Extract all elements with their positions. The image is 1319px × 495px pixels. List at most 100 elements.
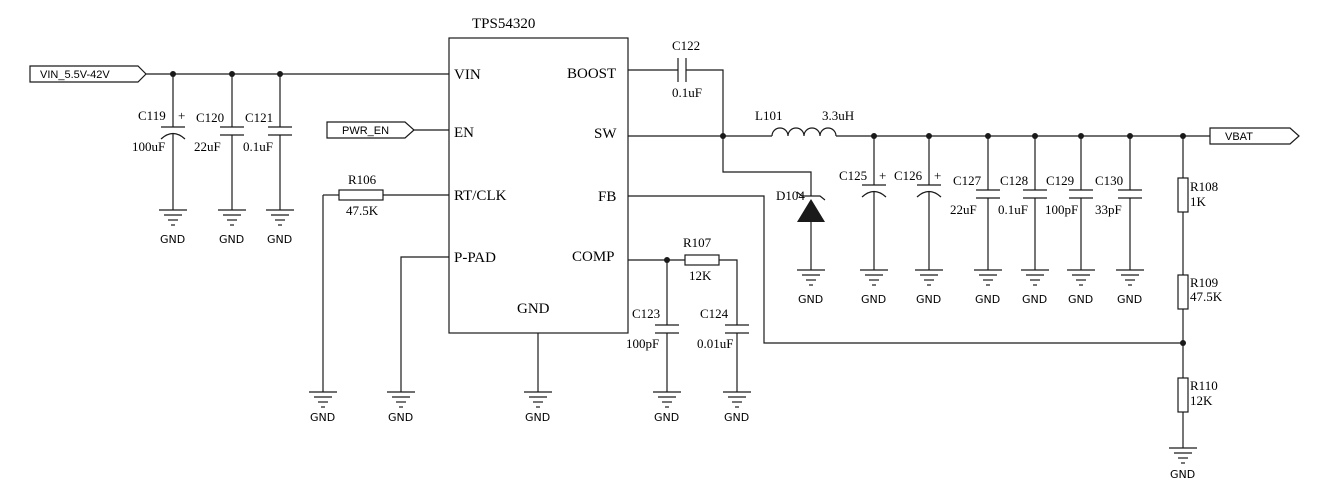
svg-text:C129: C129 xyxy=(1046,173,1074,188)
capacitor-c129: C129 100pF xyxy=(1045,136,1093,270)
svg-text:C124: C124 xyxy=(700,306,729,321)
svg-text:GND: GND xyxy=(388,411,413,424)
gnd-symbol-d104: GND xyxy=(797,269,825,306)
svg-text:VBAT: VBAT xyxy=(1225,131,1253,143)
svg-text:GND: GND xyxy=(219,233,244,246)
svg-text:+: + xyxy=(934,168,941,183)
svg-text:R107: R107 xyxy=(683,235,712,250)
resistor-r107: R107 12K xyxy=(683,235,738,325)
svg-text:D104: D104 xyxy=(776,188,805,203)
gnd-symbol-ic: GND xyxy=(524,391,552,424)
svg-text:47.5K: 47.5K xyxy=(1190,289,1223,304)
net-wires-input xyxy=(146,71,449,77)
svg-text:1K: 1K xyxy=(1190,194,1207,209)
svg-text:C121: C121 xyxy=(245,110,273,125)
inductor-l101: L101 3.3uH xyxy=(755,108,854,137)
svg-text:0.01uF: 0.01uF xyxy=(697,336,733,351)
resistor-r108: R108 1K xyxy=(1177,136,1218,275)
net-wire-fb xyxy=(628,195,1183,344)
ic-pin-sw: SW xyxy=(594,126,617,142)
svg-text:0.1uF: 0.1uF xyxy=(998,202,1028,217)
svg-text:GND: GND xyxy=(1022,293,1047,306)
svg-text:GND: GND xyxy=(267,233,292,246)
gnd-symbol-c128: GND xyxy=(1021,269,1049,306)
capacitor-c121: C121 0.1uF xyxy=(243,74,292,210)
svg-text:R108: R108 xyxy=(1190,179,1218,194)
capacitor-c119: C119 + 100uF xyxy=(132,74,186,210)
svg-text:C128: C128 xyxy=(1000,173,1028,188)
svg-text:GND: GND xyxy=(160,233,185,246)
svg-text:GND: GND xyxy=(798,293,823,306)
gnd-symbol-c126: GND xyxy=(915,269,943,306)
capacitor-c124: C124 0.01uF xyxy=(697,306,749,392)
svg-text:C123: C123 xyxy=(632,306,660,321)
svg-text:C125: C125 xyxy=(839,168,867,183)
svg-text:22uF: 22uF xyxy=(194,139,221,154)
svg-text:GND: GND xyxy=(1117,293,1142,306)
wire-p-pad xyxy=(400,256,449,392)
svg-text:47.5K: 47.5K xyxy=(346,203,379,218)
gnd-symbol-r106: GND xyxy=(309,391,337,424)
net-wire-sw xyxy=(628,133,812,196)
svg-text:+: + xyxy=(879,168,886,183)
svg-text:GND: GND xyxy=(861,293,886,306)
svg-text:C130: C130 xyxy=(1095,173,1123,188)
svg-text:GND: GND xyxy=(975,293,1000,306)
svg-text:C120: C120 xyxy=(196,110,224,125)
capacitor-c123: C123 100pF xyxy=(626,260,679,392)
svg-text:C119: C119 xyxy=(138,108,166,123)
resistor-r110: R110 12K xyxy=(1177,377,1218,448)
gnd-symbol-p-pad: GND xyxy=(387,391,415,424)
diode-d104: D104 xyxy=(776,188,826,270)
svg-text:+: + xyxy=(178,108,185,123)
ic-pin-rt-clk: RT/CLK xyxy=(454,188,507,204)
svg-text:C126: C126 xyxy=(894,168,923,183)
gnd-symbol-c121: GND xyxy=(266,209,294,246)
net-wire-comp xyxy=(628,257,685,263)
gnd-symbol-c130: GND xyxy=(1116,269,1144,306)
resistor-r106: R106 47.5K xyxy=(322,172,449,392)
ic-pin-p-pad: P-PAD xyxy=(454,250,496,266)
gnd-symbol-c120: GND xyxy=(218,209,246,246)
svg-text:R106: R106 xyxy=(348,172,377,187)
ic-pin-boost: BOOST xyxy=(567,66,616,82)
svg-text:12K: 12K xyxy=(689,268,712,283)
ic-pin-en: EN xyxy=(454,125,474,141)
gnd-symbol-c119: GND xyxy=(159,209,187,246)
svg-text:R109: R109 xyxy=(1190,275,1218,290)
capacitor-c130: C130 33pF xyxy=(1095,136,1142,270)
capacitor-c120: C120 22uF xyxy=(194,74,244,210)
capacitor-c127: C127 22uF xyxy=(950,136,1000,270)
svg-text:33pF: 33pF xyxy=(1095,202,1122,217)
port-pwr-en: PWR_EN xyxy=(326,121,449,139)
ic-pin-fb: FB xyxy=(598,189,616,205)
svg-text:100pF: 100pF xyxy=(626,336,659,351)
svg-text:GND: GND xyxy=(1170,468,1195,481)
gnd-symbol-c129: GND xyxy=(1067,269,1095,306)
svg-text:100pF: 100pF xyxy=(1045,202,1078,217)
ic-pin-comp: COMP xyxy=(572,249,615,265)
capacitor-c126: C126 + xyxy=(894,136,942,270)
svg-text:GND: GND xyxy=(724,411,749,424)
svg-text:PWR_EN: PWR_EN xyxy=(342,125,389,137)
svg-text:C127: C127 xyxy=(953,173,982,188)
port-vin: VIN_5.5V-42V xyxy=(29,65,147,83)
capacitor-c122: C122 0.1uF xyxy=(628,38,724,136)
ic-pin-vin: VIN xyxy=(454,67,481,83)
svg-text:GND: GND xyxy=(916,293,941,306)
gnd-symbol-c123: GND xyxy=(653,391,681,424)
svg-text:22uF: 22uF xyxy=(950,202,977,217)
gnd-symbol-c125: GND xyxy=(860,269,888,306)
gnd-symbol-c124: GND xyxy=(723,391,751,424)
gnd-symbol-c127: GND xyxy=(974,269,1002,306)
svg-text:0.1uF: 0.1uF xyxy=(672,85,702,100)
svg-text:VIN_5.5V-42V: VIN_5.5V-42V xyxy=(40,69,110,81)
svg-text:GND: GND xyxy=(1068,293,1093,306)
svg-text:GND: GND xyxy=(310,411,335,424)
net-wire-vout xyxy=(836,133,1210,139)
svg-text:R110: R110 xyxy=(1190,378,1218,393)
svg-text:0.1uF: 0.1uF xyxy=(243,139,273,154)
svg-text:GND: GND xyxy=(654,411,679,424)
gnd-symbol-r110: GND xyxy=(1169,447,1197,481)
